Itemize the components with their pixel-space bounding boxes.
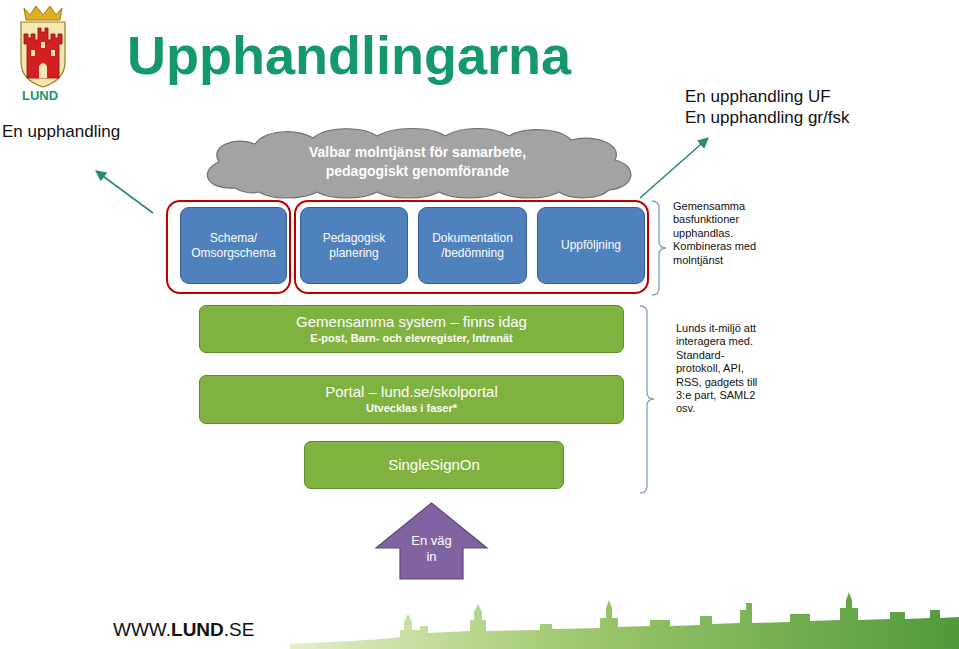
- side-note: Gemensamma basfunktioner upphandlas. Kom…: [673, 200, 761, 267]
- node-title: Uppföljning: [561, 238, 621, 253]
- city-skyline: [290, 592, 959, 649]
- leader-arrow: [96, 171, 153, 213]
- node-title: En väg in: [411, 533, 453, 564]
- function-box: Dokumentation /bedömning: [418, 207, 527, 284]
- entry-arrow: En väg in: [375, 502, 488, 580]
- system-band: Portal – lund.se/skolportalUtvecklas i f…: [199, 375, 624, 424]
- shield: [21, 22, 65, 87]
- slide-title: Upphandlingarna: [127, 26, 571, 85]
- bracket: [640, 306, 654, 493]
- node-subtitle: Utvecklas i faser*: [366, 402, 457, 416]
- function-box: Pedagogisk planering: [300, 207, 408, 284]
- cloud-shape: [207, 129, 631, 199]
- annotation: En upphandling UF: [685, 87, 831, 108]
- crown: [24, 6, 62, 20]
- procurement-outline: [295, 201, 648, 293]
- node-title: Portal – lund.se/skolportal: [325, 383, 498, 402]
- node-title: Valbar molntjänst för samarbete, pedagog…: [283, 143, 553, 179]
- system-band: Gemensamma system – finns idagE-post, Ba…: [199, 305, 624, 353]
- castle-gate: [39, 63, 47, 78]
- arrow-shape: [376, 503, 487, 579]
- castle-window: [51, 50, 55, 56]
- castle-window: [41, 42, 45, 48]
- node-title: Gemensamma system – finns idag: [296, 313, 527, 332]
- node-title: SingleSignOn: [388, 456, 480, 475]
- node-title: Schema/ Omsorgschema: [189, 231, 278, 261]
- annotation: En upphandling gr/fsk: [685, 108, 849, 129]
- footer-url: LUND: [171, 618, 224, 641]
- system-band: SingleSignOn: [304, 441, 564, 489]
- cloud-service: Valbar molntjänst för samarbete, pedagog…: [195, 128, 640, 199]
- coat-of-arms: [21, 6, 65, 87]
- annotation: En upphandling: [2, 122, 122, 143]
- node-subtitle: E-post, Barn- och elevregister, Intranät: [310, 332, 512, 346]
- footer-url: WWW.: [113, 618, 171, 641]
- leader-arrow: [640, 138, 708, 198]
- node-title: Pedagogisk planering: [309, 231, 399, 261]
- castle: [24, 28, 62, 78]
- function-box: Schema/ Omsorgschema: [180, 207, 287, 284]
- bracket: [652, 201, 666, 295]
- side-note: Lunds it-miljö att interagera med. Stand…: [676, 322, 758, 416]
- procurement-outline: [167, 201, 290, 293]
- footer-url: .SE: [224, 618, 255, 641]
- castle-window: [31, 50, 35, 56]
- node-title: Dokumentation /bedömning: [427, 231, 518, 261]
- function-box: Uppföljning: [537, 207, 645, 284]
- logo-text: LUND: [22, 88, 58, 104]
